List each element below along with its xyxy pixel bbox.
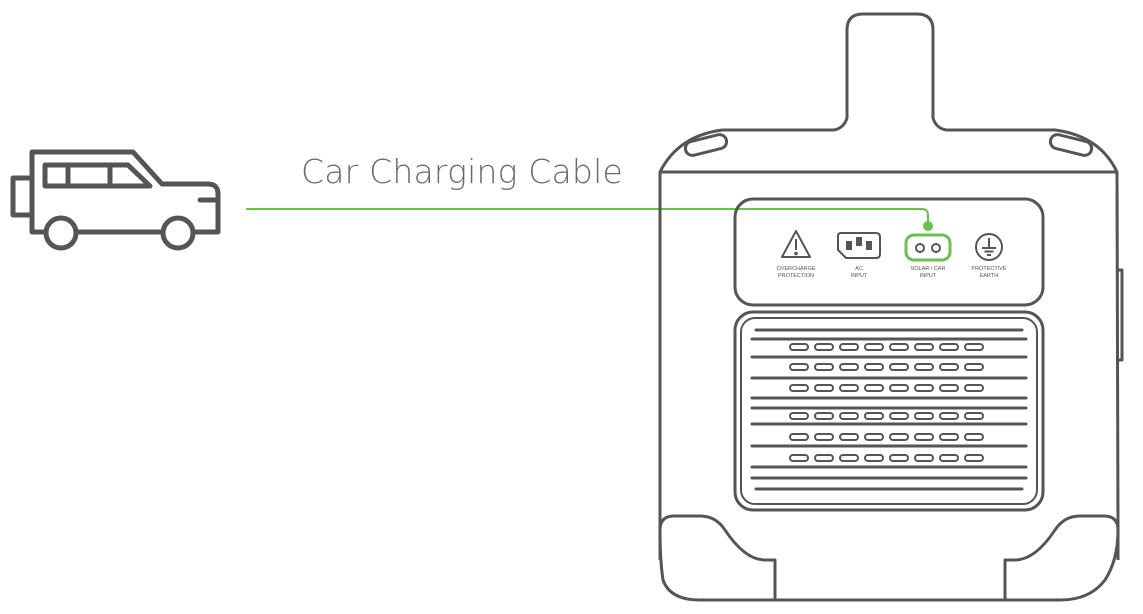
vent-slot xyxy=(789,433,809,441)
ground-icon xyxy=(975,233,1003,261)
power-station-outline xyxy=(658,12,1124,602)
vent-slot xyxy=(864,433,884,441)
earth-label-2: EARTH xyxy=(980,273,999,279)
vent-slot xyxy=(939,412,959,420)
vent-slot xyxy=(889,412,909,420)
vent-slot xyxy=(789,412,809,420)
vent-grille xyxy=(733,310,1045,512)
vent-slot xyxy=(839,412,859,420)
vent-slot xyxy=(839,433,859,441)
vent-slot xyxy=(864,343,884,351)
vent-slot xyxy=(939,343,959,351)
vent-slot xyxy=(789,343,809,351)
vent-slot xyxy=(914,384,934,392)
vent-slot xyxy=(914,343,934,351)
warning-triangle-icon xyxy=(781,230,811,258)
cable-caption: Car Charging Cable xyxy=(301,152,623,191)
vent-slot xyxy=(814,433,834,441)
solar-car-label-2: INPUT xyxy=(920,273,937,279)
vent-slot xyxy=(789,384,809,392)
vent-slot xyxy=(839,343,859,351)
vent-slot xyxy=(889,454,909,462)
vent-slot xyxy=(889,363,909,371)
vent-slot xyxy=(889,384,909,392)
vent-slot xyxy=(964,384,984,392)
vent-slot xyxy=(839,384,859,392)
vent-slot xyxy=(939,454,959,462)
vent-slot xyxy=(964,433,984,441)
vent-slot xyxy=(814,363,834,371)
vent-slot xyxy=(814,454,834,462)
vent-slot xyxy=(839,363,859,371)
vent-slot xyxy=(864,384,884,392)
vent-slot xyxy=(914,433,934,441)
vent-slot xyxy=(939,433,959,441)
vent-slot xyxy=(964,412,984,420)
solar-car-label-1: SOLAR / CAR xyxy=(911,266,946,272)
ac-input-label-2: INPUT xyxy=(851,273,868,279)
overcharge-label-2: PROTECTION xyxy=(778,273,814,279)
vent-slot xyxy=(964,363,984,371)
vent-slot xyxy=(939,363,959,371)
vent-slot xyxy=(889,433,909,441)
vent-slot xyxy=(889,343,909,351)
vent-slot xyxy=(814,384,834,392)
vent-slot xyxy=(964,454,984,462)
earth-label-1: PROTECTIVE xyxy=(971,266,1006,272)
vent-slot xyxy=(914,363,934,371)
ac-input-label-1: AC xyxy=(855,266,863,272)
vent-slot xyxy=(789,363,809,371)
vent-slot xyxy=(864,454,884,462)
vent-slot xyxy=(814,343,834,351)
port-panel xyxy=(733,197,1045,307)
charging-cable-line xyxy=(246,208,929,226)
car-icon xyxy=(10,149,221,251)
vent-slot xyxy=(789,454,809,462)
vent-slot xyxy=(914,454,934,462)
vent-slot xyxy=(814,412,834,420)
ac-socket-icon xyxy=(837,232,881,259)
overcharge-label-1: OVERCHARGE xyxy=(776,266,815,272)
vent-slot xyxy=(864,412,884,420)
dc-socket-icon xyxy=(904,233,952,262)
vent-slot xyxy=(939,384,959,392)
vent-slot xyxy=(964,343,984,351)
cable-connection-dot xyxy=(923,221,933,231)
vent-slot xyxy=(914,412,934,420)
vent-slot xyxy=(864,363,884,371)
vent-slot xyxy=(839,454,859,462)
